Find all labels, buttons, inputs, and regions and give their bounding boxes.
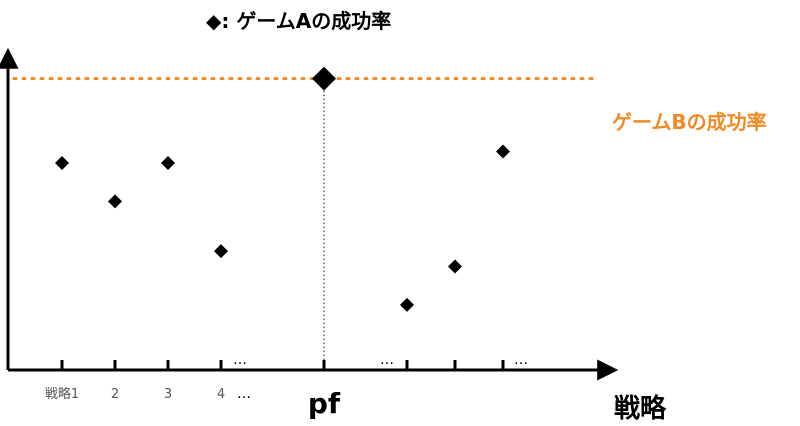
x-tick-label: 2	[111, 387, 119, 402]
data-point	[161, 156, 175, 170]
x-tick-label: 3	[164, 387, 172, 402]
reference-line-label: ゲームBの成功率	[612, 110, 767, 134]
data-points	[55, 66, 510, 312]
x-tick-label-pf: pf	[308, 387, 341, 420]
x-tick-label: …	[237, 386, 251, 402]
data-point	[108, 194, 122, 209]
x-tick-label: 戦略1	[45, 386, 79, 402]
tick-ellipsis: …	[514, 352, 528, 368]
x-axis-label: 戦略	[614, 393, 667, 424]
x-ticks	[60, 360, 505, 370]
x-tick-label: 4	[217, 387, 225, 402]
tick-ellipsis: …	[233, 352, 247, 368]
chart-title: ◆: ゲームAの成功率	[206, 9, 391, 33]
data-point	[214, 244, 228, 259]
data-point	[400, 297, 414, 312]
data-point	[55, 156, 69, 170]
tick-ellipsis: …	[380, 352, 394, 368]
data-point	[448, 259, 462, 274]
data-point	[496, 144, 510, 159]
data-point-pf	[312, 66, 336, 91]
